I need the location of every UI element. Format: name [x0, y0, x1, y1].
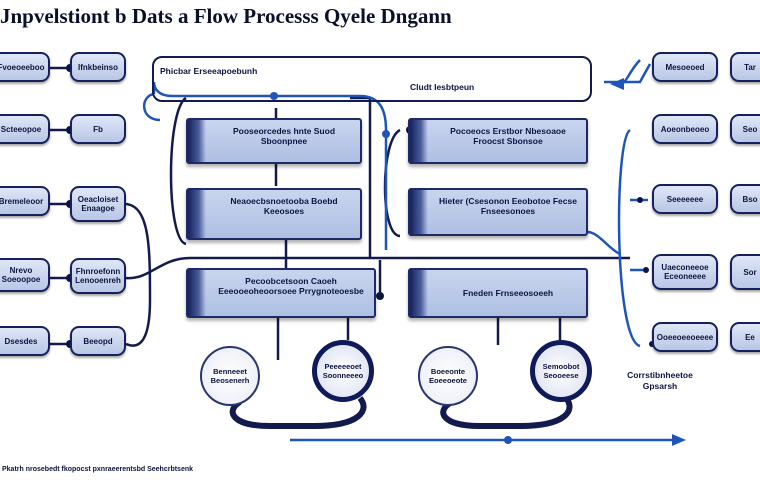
- card-tab: [188, 270, 206, 316]
- left-inner-node-4[interactable]: Fhnroefonn Lenooenreh: [70, 258, 126, 294]
- process-card-4[interactable]: Pocoeocs Erstbor Nbesoaoe Froocst Sbonso…: [408, 118, 588, 164]
- card-tab: [410, 120, 428, 162]
- card-tab: [188, 120, 206, 162]
- process-card-3[interactable]: Pecoobcetsoon Caoeh Eeeooeoheoorsoee Prr…: [186, 268, 376, 318]
- left-node-3[interactable]: Bremeleoor: [0, 186, 50, 216]
- diagram-title: Jnpvelstiont b Dats a Flow Processs Qyel…: [0, 4, 452, 28]
- left-inner-node-3[interactable]: Oeacloiset Enaagoe: [70, 186, 126, 222]
- left-inner-node-5[interactable]: Beeopd: [70, 326, 126, 356]
- flow-circle-2[interactable]: Peeeeeoet Soonneeeo: [312, 340, 374, 402]
- left-node-4[interactable]: Nrevo Soeoopoe: [0, 258, 50, 292]
- right-frame-label: Cludt Iesbtpeun: [410, 82, 475, 92]
- left-node-5[interactable]: Dsesdes: [0, 326, 50, 356]
- right-edge-node-4[interactable]: Sor: [730, 254, 760, 290]
- right-node-4[interactable]: Uaeconeeoe Eceoneeee: [652, 254, 718, 290]
- main-frame-label: Phicbar Erseeapoebunh: [160, 66, 258, 76]
- right-edge-node-2[interactable]: Seo: [730, 114, 760, 144]
- right-node-2[interactable]: Aoeonbeoeo: [652, 114, 718, 144]
- right-node-1[interactable]: Mesoeoed: [652, 52, 718, 82]
- right-edge-node-5[interactable]: Ee: [730, 322, 760, 352]
- right-node-5[interactable]: Ooeeoeeoeeee: [652, 322, 718, 352]
- left-node-2[interactable]: Scteeopoe: [0, 114, 50, 144]
- process-card-1[interactable]: Pooseorcedes hnte Suod Sboonpnee: [186, 118, 362, 164]
- card-tab: [410, 270, 428, 316]
- flow-circle-3[interactable]: Boeeonte Eoeeoeote: [418, 346, 478, 406]
- right-edge-node-3[interactable]: Bso: [730, 184, 760, 214]
- flow-circle-4[interactable]: Semoobot Seooeese: [530, 340, 592, 402]
- right-caption: Corrstibnheetoe Gpsarsh: [627, 370, 693, 391]
- left-inner-node-1[interactable]: Ifnkbeinso: [70, 52, 126, 82]
- process-card-2-text: Neaoecbsnoetooba Boebd Keeosoes: [230, 196, 338, 216]
- flow-circle-1[interactable]: Benneeet Beosenerh: [200, 346, 260, 406]
- process-card-6[interactable]: Fneden Frnseeosoeeh: [408, 268, 588, 318]
- footer-note: Pkatrh nrosebedt fkopocst pxnraeerentsbd…: [2, 466, 193, 473]
- main-process-frame: [152, 56, 592, 102]
- right-node-3[interactable]: Seeeeeee: [652, 184, 718, 214]
- process-card-4-text: Pocoeocs Erstbor Nbesoaoe Froocst Sbonso…: [450, 126, 566, 146]
- process-card-1-text: Pooseorcedes hnte Suod Sboonpnee: [232, 126, 336, 146]
- process-card-6-text: Fneden Frnseeosoeeh: [462, 288, 554, 298]
- process-card-3-text: Pecoobcetsoon Caoeh Eeeooeoheoorsoee Prr…: [218, 276, 364, 296]
- card-tab: [188, 190, 206, 238]
- process-card-2[interactable]: Neaoecbsnoetooba Boebd Keeosoes: [186, 188, 362, 240]
- process-card-5-text: Hieter (Csesonon Eeobotoe Fecse Fnseeson…: [439, 196, 577, 216]
- left-node-1[interactable]: Fvoeoeeboo: [0, 52, 50, 82]
- process-card-5[interactable]: Hieter (Csesonon Eeobotoe Fecse Fnseeson…: [408, 188, 588, 236]
- left-inner-node-2[interactable]: Fb: [70, 114, 126, 144]
- card-tab: [410, 190, 428, 234]
- right-edge-node-1[interactable]: Tar: [730, 52, 760, 82]
